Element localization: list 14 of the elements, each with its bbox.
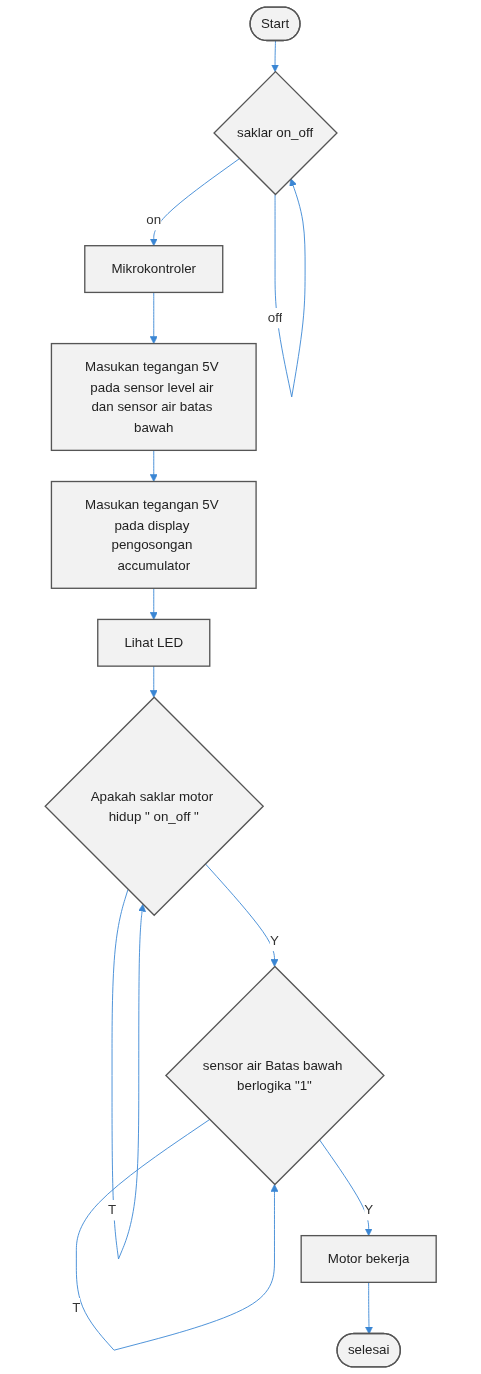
node-diamond: saklar on_off xyxy=(212,70,338,196)
node-diamond: sensor air Batas bawah berlogika "1" xyxy=(164,965,385,1186)
edge-label: T xyxy=(107,1201,116,1217)
node-box: Masukan tegangan 5V pada display pengosongan accumulator xyxy=(50,480,257,589)
edge-label: off xyxy=(267,309,283,325)
edge-label: T xyxy=(72,1299,81,1315)
edge-label: on xyxy=(146,211,161,228)
node-diamond: Apakah saklar motor hidup " on_off " xyxy=(44,696,264,917)
edge-label: Y xyxy=(269,932,279,948)
edge-label: Y xyxy=(364,1201,373,1217)
node-box: Lihat LED xyxy=(96,618,211,667)
node-box: Motor bekerja xyxy=(300,1234,437,1283)
node-box: Mikrokontroler xyxy=(83,245,224,294)
node-box: Masukan tegangan 5V pada sensor level air dan sensor air batas bawah xyxy=(50,342,257,452)
